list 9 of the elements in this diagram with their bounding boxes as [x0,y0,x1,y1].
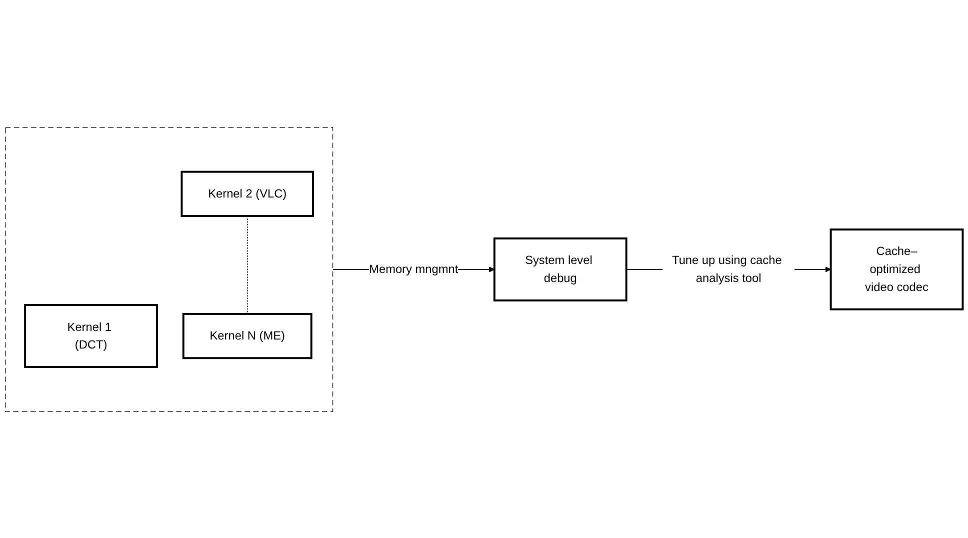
connector [246,215,248,314]
node-box: Kernel N (ME) [182,312,312,359]
node-box: Kernel 2 (VLC) [180,170,314,217]
cluster [4,126,334,412]
node-box: System level debug [493,237,628,301]
edge-label: Memory mngmnt [369,262,458,276]
edge-label: Tune up using cache analysis tool [672,253,782,284]
node-box: Kernel 1 (DCT) [24,304,158,368]
node-box: Cache–optimized video codec [830,228,964,310]
